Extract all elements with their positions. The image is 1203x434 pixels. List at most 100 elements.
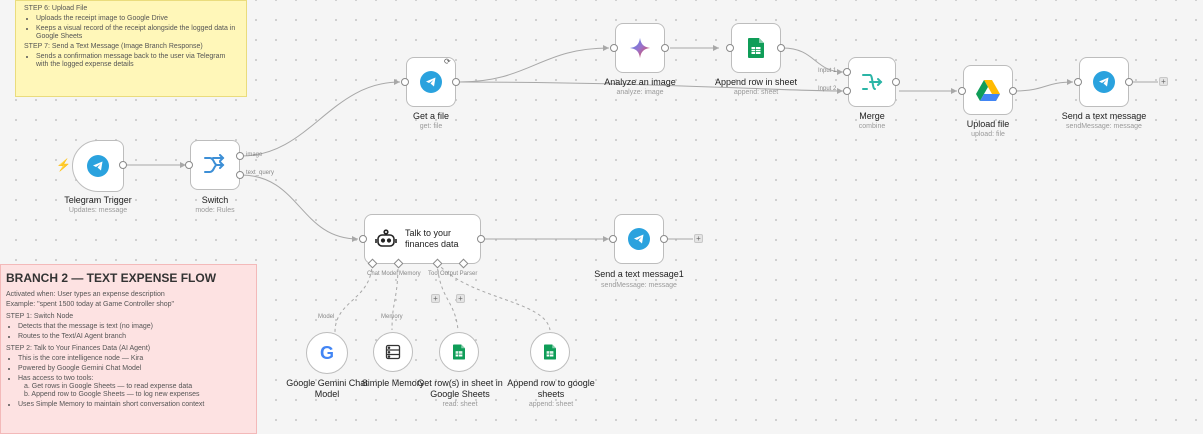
note-activated: Activated when: User types an expense de… <box>6 291 165 298</box>
subport-label: Output Parser <box>440 271 478 277</box>
output-port[interactable] <box>119 161 127 169</box>
edge-gemini-agent <box>334 262 373 333</box>
node-subtitle: sendMessage: message <box>1066 123 1142 130</box>
google-sheets-icon <box>544 344 556 360</box>
google-g-icon: G <box>319 342 334 363</box>
node-simple-memory[interactable] <box>373 332 413 372</box>
google-sheets-icon <box>453 344 465 360</box>
output-port[interactable] <box>777 44 785 52</box>
note-step6-title: STEP 6: Upload File <box>24 5 88 12</box>
robot-icon <box>375 229 397 247</box>
input-label-1: Input 1 <box>818 68 837 74</box>
node-append-row-to-google-sheets[interactable] <box>530 332 570 372</box>
node-gemini-chat-model[interactable]: G <box>306 332 348 374</box>
note-step1-item: Routes to the Text/AI Agent branch <box>18 333 251 341</box>
node-label: Analyze an image <box>604 77 676 87</box>
output-port-image[interactable] <box>236 152 244 160</box>
node-upload-file[interactable] <box>963 65 1013 115</box>
output-port[interactable] <box>892 78 900 86</box>
input-port[interactable] <box>359 235 367 243</box>
edge-getrows-agent <box>436 262 459 331</box>
node-subtitle: append: sheet <box>733 89 779 96</box>
edge-memory-agent <box>391 262 399 331</box>
subport-label: Tool <box>428 271 440 277</box>
note-step6-item: Keeps a visual record of the receipt alo… <box>36 25 238 41</box>
sticky-note-steps-6-7[interactable]: STEP 6: Upload File Uploads the receipt … <box>15 0 247 97</box>
note-step1-item: Detects that the message is text (no ima… <box>18 323 251 331</box>
subport-label: Chat Model <box>367 271 398 277</box>
output-port[interactable] <box>661 44 669 52</box>
merge-icon <box>862 74 883 90</box>
node-label: Append row in sheet <box>714 77 798 87</box>
node-label: Merge <box>859 111 885 121</box>
node-subtitle: sendMessage: message <box>601 282 677 289</box>
note-step2-title: STEP 2: Talk to Your Finances Data (AI A… <box>6 345 151 352</box>
node-get-a-file[interactable] <box>406 57 456 107</box>
node-label: Append row to google sheets <box>507 378 595 399</box>
node-telegram-trigger[interactable] <box>72 140 124 192</box>
node-label: Google Gemini Chat Model <box>286 378 368 399</box>
node-label: Get a file <box>412 111 450 121</box>
output-label-image: image <box>246 152 263 158</box>
node-label: Send a text message1 <box>594 269 684 279</box>
node-analyze-image[interactable] <box>615 23 665 73</box>
edge-getfile-merge <box>458 81 844 92</box>
node-label: Upload file <box>966 119 1010 129</box>
node-send-text-message1[interactable] <box>614 214 664 264</box>
input-port[interactable] <box>609 235 617 243</box>
output-port[interactable] <box>477 235 485 243</box>
google-drive-icon <box>976 79 1000 101</box>
output-port[interactable] <box>452 78 460 86</box>
node-switch[interactable] <box>190 140 240 190</box>
node-ai-agent[interactable]: Talk to your finances data <box>364 214 481 264</box>
input-port[interactable] <box>726 44 734 52</box>
input-port-2[interactable] <box>843 87 851 95</box>
node-get-rows-in-sheet[interactable] <box>439 332 479 372</box>
google-sheets-icon <box>748 38 764 58</box>
edge-label-model: Model <box>318 314 335 320</box>
add-node-button[interactable]: + <box>1159 77 1168 86</box>
sticky-note-branch-2[interactable]: BRANCH 2 — TEXT EXPENSE FLOW Activated w… <box>0 264 257 434</box>
node-merge[interactable] <box>848 57 896 107</box>
node-label: Get row(s) in sheet in Google Sheets <box>417 378 503 399</box>
output-port[interactable] <box>660 235 668 243</box>
subport-label: Memory <box>399 271 421 277</box>
switch-icon <box>204 154 225 173</box>
edge-upload-send <box>1014 81 1074 92</box>
node-label: Send a text message <box>1061 111 1147 121</box>
input-port[interactable] <box>185 161 193 169</box>
edge-append-merge <box>782 47 844 73</box>
output-port-text-query[interactable] <box>236 171 244 179</box>
node-subtitle: combine <box>858 123 886 130</box>
refresh-icon[interactable]: ⟳ <box>444 57 451 66</box>
output-port[interactable] <box>1125 78 1133 86</box>
input-port[interactable] <box>610 44 618 52</box>
node-send-text-message[interactable] <box>1079 57 1129 107</box>
note-step2-subitem: a. Get rows in Google Sheets — to read e… <box>24 383 193 390</box>
node-subtitle: append: sheet <box>528 401 574 408</box>
note-example: Example: "spent 1500 today at Game Contr… <box>6 301 175 308</box>
telegram-icon <box>420 71 442 93</box>
add-tool-button[interactable]: + <box>431 294 440 303</box>
input-port[interactable] <box>1074 78 1082 86</box>
note-step6-item: Uploads the receipt image to Google Driv… <box>36 15 238 23</box>
node-label: Talk to your finances data <box>405 228 459 249</box>
input-port[interactable] <box>401 78 409 86</box>
output-port[interactable] <box>1009 87 1017 95</box>
note-step2-item: Uses Simple Memory to maintain short con… <box>18 401 251 409</box>
add-parser-button[interactable]: + <box>456 294 465 303</box>
note-step2-item: This is the core intelligence node — Kir… <box>18 355 251 363</box>
node-append-row-in-sheet[interactable] <box>731 23 781 73</box>
telegram-icon <box>628 228 650 250</box>
trigger-bolt-icon: ⚡ <box>56 158 71 172</box>
note-step2-subitem: b. Append row to Google Sheets — to log … <box>24 391 200 398</box>
edge-getfile-analyze <box>458 47 610 83</box>
input-port[interactable] <box>958 87 966 95</box>
node-subtitle: analyze: image <box>616 89 664 96</box>
node-subtitle: upload: file <box>971 131 1005 138</box>
note-step2-tools: Has access to two tools: <box>18 375 94 382</box>
input-port-1[interactable] <box>843 68 851 76</box>
add-node-button[interactable]: + <box>694 234 703 243</box>
